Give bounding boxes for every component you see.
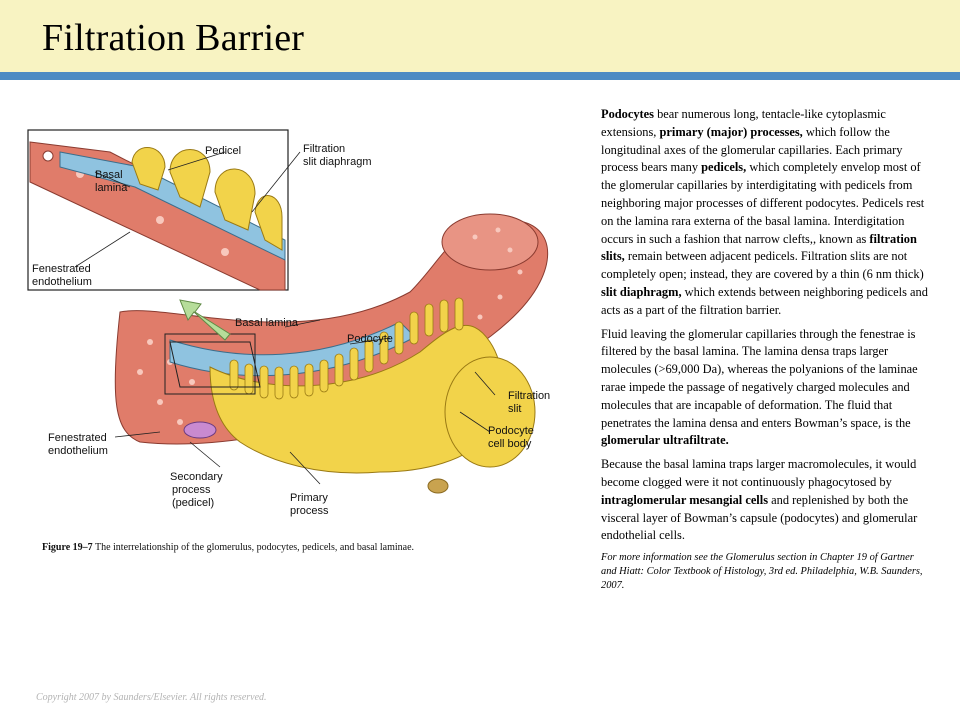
label-basal-inset-2: lamina bbox=[95, 182, 128, 194]
term-podocytes: Podocytes bbox=[601, 107, 654, 121]
label-basal-inset-1: Basal bbox=[95, 169, 123, 181]
main-illustration bbox=[114, 213, 549, 494]
figure-caption: Figure 19–7 The interrelationship of the… bbox=[42, 542, 572, 553]
label-fenestrated-2: endothelium bbox=[48, 445, 108, 457]
term-slit-diaphragm: slit diaphragm, bbox=[601, 284, 682, 299]
term-glomerular-ultrafiltrate: glomerular ultrafiltrate. bbox=[601, 433, 729, 448]
label-fenestrated-1: Fenestrated bbox=[48, 432, 107, 444]
p3-text-2: and replenished by both the visceral lay… bbox=[601, 492, 918, 543]
p1-text-2: which follow the longitudinal axes of th… bbox=[601, 124, 903, 175]
p1-text-5: which extends between neighboring pedice… bbox=[601, 284, 928, 317]
label-secondary-process-3: (pedicel) bbox=[172, 497, 214, 509]
label-pedicel: Pedicel bbox=[205, 145, 241, 157]
p1-text-3: which completely envelop most of the glo… bbox=[601, 160, 925, 246]
p1-text-4: remain between adjacent pedicels. Filtra… bbox=[601, 249, 924, 282]
caption-figure-number: Figure 19–7 bbox=[42, 542, 93, 553]
label-secondary-process-1: Secondary bbox=[170, 471, 223, 483]
copyright-notice: Copyright 2007 by Saunders/Elsevier. All… bbox=[36, 692, 267, 703]
paragraph-podocytes: Podocytes bear numerous long, tentacle-l… bbox=[601, 106, 931, 320]
p1-text-1: bear numerous long, tentacle-like cytopl… bbox=[601, 107, 886, 139]
label-primary-process-1: Primary bbox=[290, 492, 328, 504]
p3-text-1: Because the basal lamina traps larger ma… bbox=[601, 457, 917, 489]
term-primary-processes: primary (major) processes, bbox=[659, 124, 803, 139]
paragraph-fluid: Fluid leaving the glomerular capillaries… bbox=[601, 326, 931, 451]
label-secondary-process-2: process bbox=[172, 484, 211, 496]
label-podocyte-cell-body-2: cell body bbox=[488, 438, 532, 450]
label-filtration-slit-2: slit bbox=[508, 403, 521, 415]
inset-detail bbox=[27, 129, 301, 291]
caption-text: The interrelationship of the glomerulus,… bbox=[94, 542, 415, 553]
reference-note: For more information see the Glomerulus … bbox=[601, 552, 923, 592]
title-bar bbox=[0, 0, 960, 72]
podocyte-diagram: Pedicel Filtration slit diaphragm Basal … bbox=[27, 129, 550, 517]
paragraph-basal-lamina: Because the basal lamina traps larger ma… bbox=[601, 456, 931, 545]
label-filtration-slit-1: Filtration bbox=[508, 390, 550, 402]
term-filtration-slits: filtration slits, bbox=[601, 231, 917, 264]
label-primary-process-2: process bbox=[290, 505, 329, 517]
label-podocyte: Podocyte bbox=[347, 333, 393, 345]
label-basal-lamina: Basal lamina bbox=[235, 317, 299, 329]
title-rule bbox=[0, 72, 960, 80]
slide-title: Filtration Barrier bbox=[42, 17, 305, 59]
label-podocyte-cell-body-1: Podocyte bbox=[488, 425, 534, 437]
label-fenestrated-inset-1: Fenestrated bbox=[32, 263, 91, 275]
label-filtration-slit-diaphragm-1: Filtration bbox=[303, 143, 345, 155]
body-text: Podocytes bear numerous long, tentacle-l… bbox=[601, 106, 931, 599]
term-pedicels: pedicels, bbox=[701, 160, 747, 175]
figure-illustration: Pedicel Filtration slit diaphragm Basal … bbox=[20, 112, 580, 524]
term-mesangial-cells: intraglomerular mesangial cells bbox=[601, 492, 769, 507]
label-filtration-slit-diaphragm-2: slit diaphragm bbox=[303, 156, 371, 168]
p2-text-1: Fluid leaving the glomerular capillaries… bbox=[601, 326, 918, 430]
label-fenestrated-inset-2: endothelium bbox=[32, 276, 92, 288]
